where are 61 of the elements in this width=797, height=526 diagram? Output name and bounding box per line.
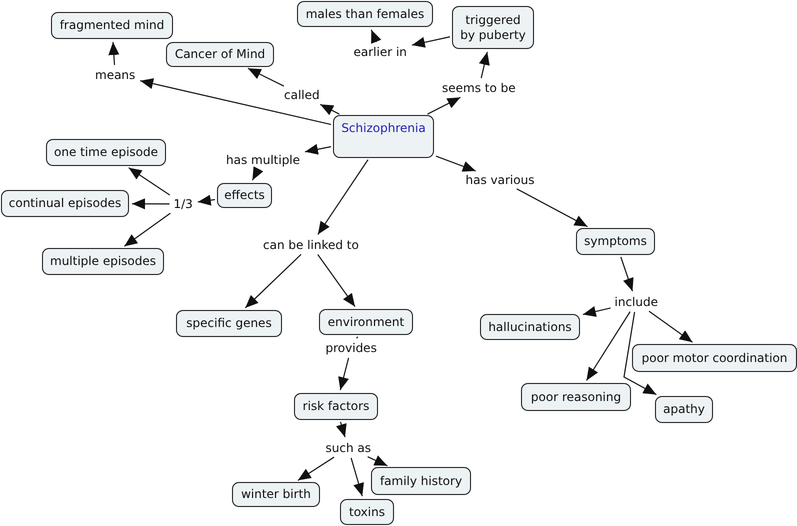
- arrow: [317, 254, 356, 307]
- concept-box: fragmented mind: [51, 12, 173, 39]
- linking-phrase: earlier in: [352, 44, 409, 60]
- linking-phrase: such as: [324, 440, 373, 456]
- arrow: [108, 42, 120, 66]
- concept-box: risk factors: [294, 393, 378, 420]
- arrow: [317, 159, 368, 235]
- arrow: [479, 52, 490, 78]
- connector-line: [356, 336, 358, 339]
- arrow: [244, 254, 302, 308]
- arrow: [248, 68, 284, 87]
- concept-box: winter birth: [232, 482, 320, 507]
- arrow: [124, 212, 171, 247]
- concept-box: apathy: [655, 396, 713, 423]
- concept-box: poor motor coordination: [632, 344, 797, 372]
- concept-box: environment: [319, 309, 413, 335]
- arrow: [128, 167, 170, 196]
- arrow: [252, 166, 264, 181]
- arrow: [516, 188, 588, 228]
- arrow: [336, 422, 347, 438]
- linking-phrase: called: [282, 87, 322, 103]
- linking-phrase: 1/3: [172, 196, 195, 212]
- arrow: [132, 198, 170, 210]
- arrow: [140, 78, 332, 126]
- linking-phrase: has multiple: [224, 152, 302, 168]
- arrow: [320, 104, 340, 116]
- linking-phrase: include: [612, 294, 660, 310]
- arrow: [582, 306, 611, 317]
- arrow: [298, 456, 334, 481]
- arrow: [620, 256, 634, 292]
- concept-box: multiple episodes: [42, 248, 164, 275]
- linking-phrase: can be linked to: [261, 237, 361, 253]
- concept-box: specific genes: [176, 310, 282, 337]
- linking-phrase: provides: [324, 340, 379, 356]
- concept-box: poor reasoning: [521, 383, 631, 411]
- main-concept-box: Schizophrenia: [333, 115, 434, 158]
- linking-phrase: has various: [464, 172, 536, 188]
- arrow: [370, 30, 382, 44]
- arrow: [623, 312, 657, 396]
- linking-phrase: means: [93, 67, 138, 83]
- arrow: [338, 358, 350, 390]
- concept-box: continual episodes: [1, 190, 129, 217]
- concept-box: Cancer of Mind: [166, 42, 274, 67]
- arrow: [350, 458, 364, 496]
- concept-box: family history: [371, 467, 471, 495]
- concept-box: symptoms: [576, 228, 655, 255]
- concept-box: one time episode: [46, 139, 166, 166]
- concept-box: males than females: [297, 1, 433, 27]
- concept-box: effects: [217, 183, 272, 208]
- arrow: [198, 194, 216, 206]
- arrow: [412, 36, 450, 48]
- concept-box: toxins: [340, 499, 394, 525]
- arrow: [436, 156, 476, 172]
- linking-phrase: seems to be: [440, 80, 518, 96]
- arrow: [586, 311, 631, 381]
- arrow: [304, 144, 332, 155]
- concept-box: hallucinations: [480, 314, 580, 340]
- arrow: [648, 310, 693, 343]
- concept-box: triggered by puberty: [452, 6, 534, 49]
- arrow: [367, 455, 388, 466]
- arrow: [427, 96, 461, 115]
